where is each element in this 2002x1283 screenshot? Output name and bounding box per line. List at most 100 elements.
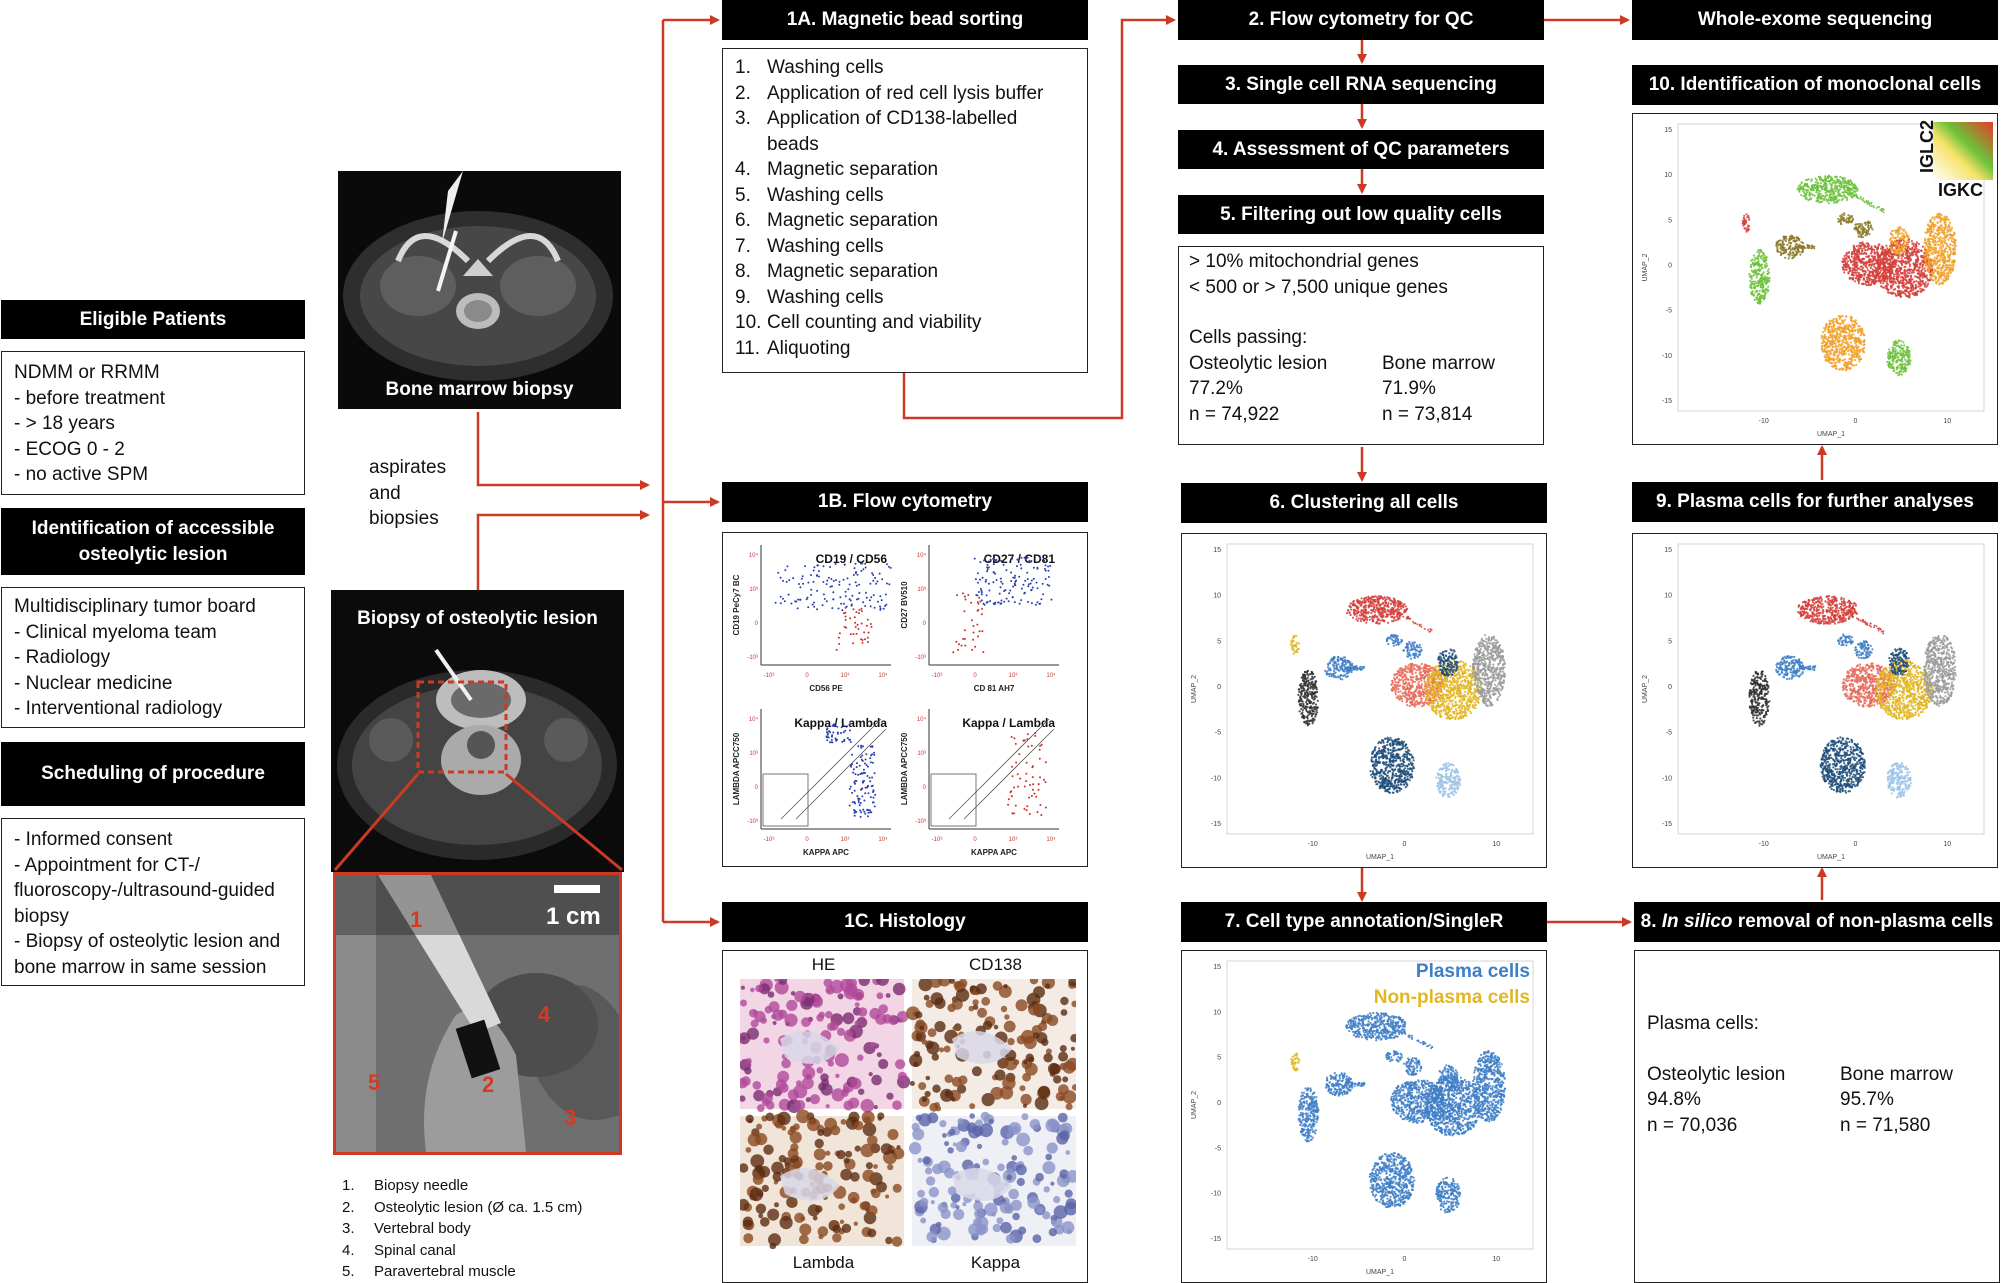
flow-event [871,745,874,748]
umap-point [1482,650,1485,653]
umap-point [1500,675,1503,678]
umap-point [1451,715,1454,718]
umap-point [1396,670,1399,673]
flow-event [1050,598,1053,601]
histology-cell [1027,1196,1040,1209]
umap-point [1474,698,1477,702]
umap-point [1375,764,1378,767]
umap-point [1446,657,1449,660]
umap-point [1398,616,1401,619]
flow-event [1007,600,1010,603]
umap-point [1459,777,1462,780]
flow-xtick: 10³ [1009,837,1018,843]
histology-cell [1053,1196,1061,1204]
flow-event [984,580,987,583]
flow-event [1029,582,1032,585]
flow-event [981,607,983,610]
flow-cytometry-header: 1B. Flow cytometry [722,482,1088,522]
umap-point [1386,757,1389,760]
umap-point [1438,778,1441,781]
histology-cell [1001,1138,1009,1146]
umap-point [1431,706,1434,709]
flow-event [868,599,871,602]
flow-event [978,596,981,599]
umap-point [1454,695,1457,698]
flow-event [963,638,966,640]
flow-event [995,559,997,562]
histology-cell [1042,1211,1051,1220]
umap-point [1490,667,1493,670]
flow-plot-title: Kappa / Lambda [962,716,1055,730]
histology-cell [913,1050,921,1058]
histology-cell [825,1104,830,1109]
umap-point [1401,755,1404,758]
histology-cell [968,1005,975,1012]
umap-point [1423,676,1426,679]
passing-stats: Osteolytic lesion 77.2% n = 74,922 Bone … [1189,351,1533,428]
umap-point [1329,662,1332,665]
umap-point [1421,688,1424,691]
flow-event [874,793,877,796]
umap-point [1386,740,1390,743]
umap-point [1494,679,1497,682]
flow-xtick: 10³ [841,837,850,843]
histology-cell [915,1114,923,1121]
flow-event [858,608,861,611]
histology-cell [971,1066,982,1077]
umap-point [1435,698,1438,701]
flow-event [1005,597,1008,600]
histology-cell [1020,1029,1035,1044]
umap-point [1449,784,1452,787]
histology-cell [753,1089,765,1102]
flow-event [862,601,865,604]
histology-cell [834,1053,849,1068]
umap-point [1300,690,1303,693]
histology-fibre [780,1031,840,1064]
histology-cell [843,1157,850,1164]
umap-point [1495,657,1498,660]
umap-point [1403,753,1406,756]
histology-cell [885,1236,893,1245]
umap-point [1359,665,1362,668]
umap-point [1457,685,1460,688]
umap-point [1351,616,1354,619]
flow-event [849,617,852,620]
umap-point [1410,768,1413,771]
histology-cell [801,1017,811,1028]
umap-point [1381,608,1384,611]
histology-cell [844,983,858,997]
umap-point [1408,642,1411,645]
flow-event [860,622,863,625]
umap-point [1341,678,1344,681]
umap-point [1377,622,1380,625]
umap-point [1482,653,1485,656]
umap-point [1313,718,1316,721]
umap-point [1471,669,1474,672]
histology-cell [869,1042,876,1048]
histology-cell [915,1031,926,1042]
histology-cell [796,1080,802,1087]
umap-point [1409,663,1412,666]
umap-point [1446,712,1449,715]
histology-cell [1060,996,1069,1006]
flow-event [1013,737,1016,740]
flow-ytick: 10⁴ [917,552,927,559]
umap-point [1454,717,1457,720]
histology-cell [840,1119,847,1125]
flow-event [886,582,888,585]
flow-event [845,626,848,629]
umap-point [1401,676,1404,679]
flow-event [859,802,862,804]
flow-ytick: 10³ [749,751,758,757]
umap-point [1413,702,1416,705]
umap-ylabel: UMAP_2 [1191,675,1198,703]
umap-point [1402,745,1405,748]
umap-point [1492,636,1495,639]
umap-point [1440,710,1443,713]
histology-cell [865,1162,873,1170]
umap-point [1449,775,1452,778]
umap-point [1391,743,1394,746]
umap-point [1449,676,1452,679]
histology-cell [897,1071,907,1081]
umap-point [1447,669,1450,672]
